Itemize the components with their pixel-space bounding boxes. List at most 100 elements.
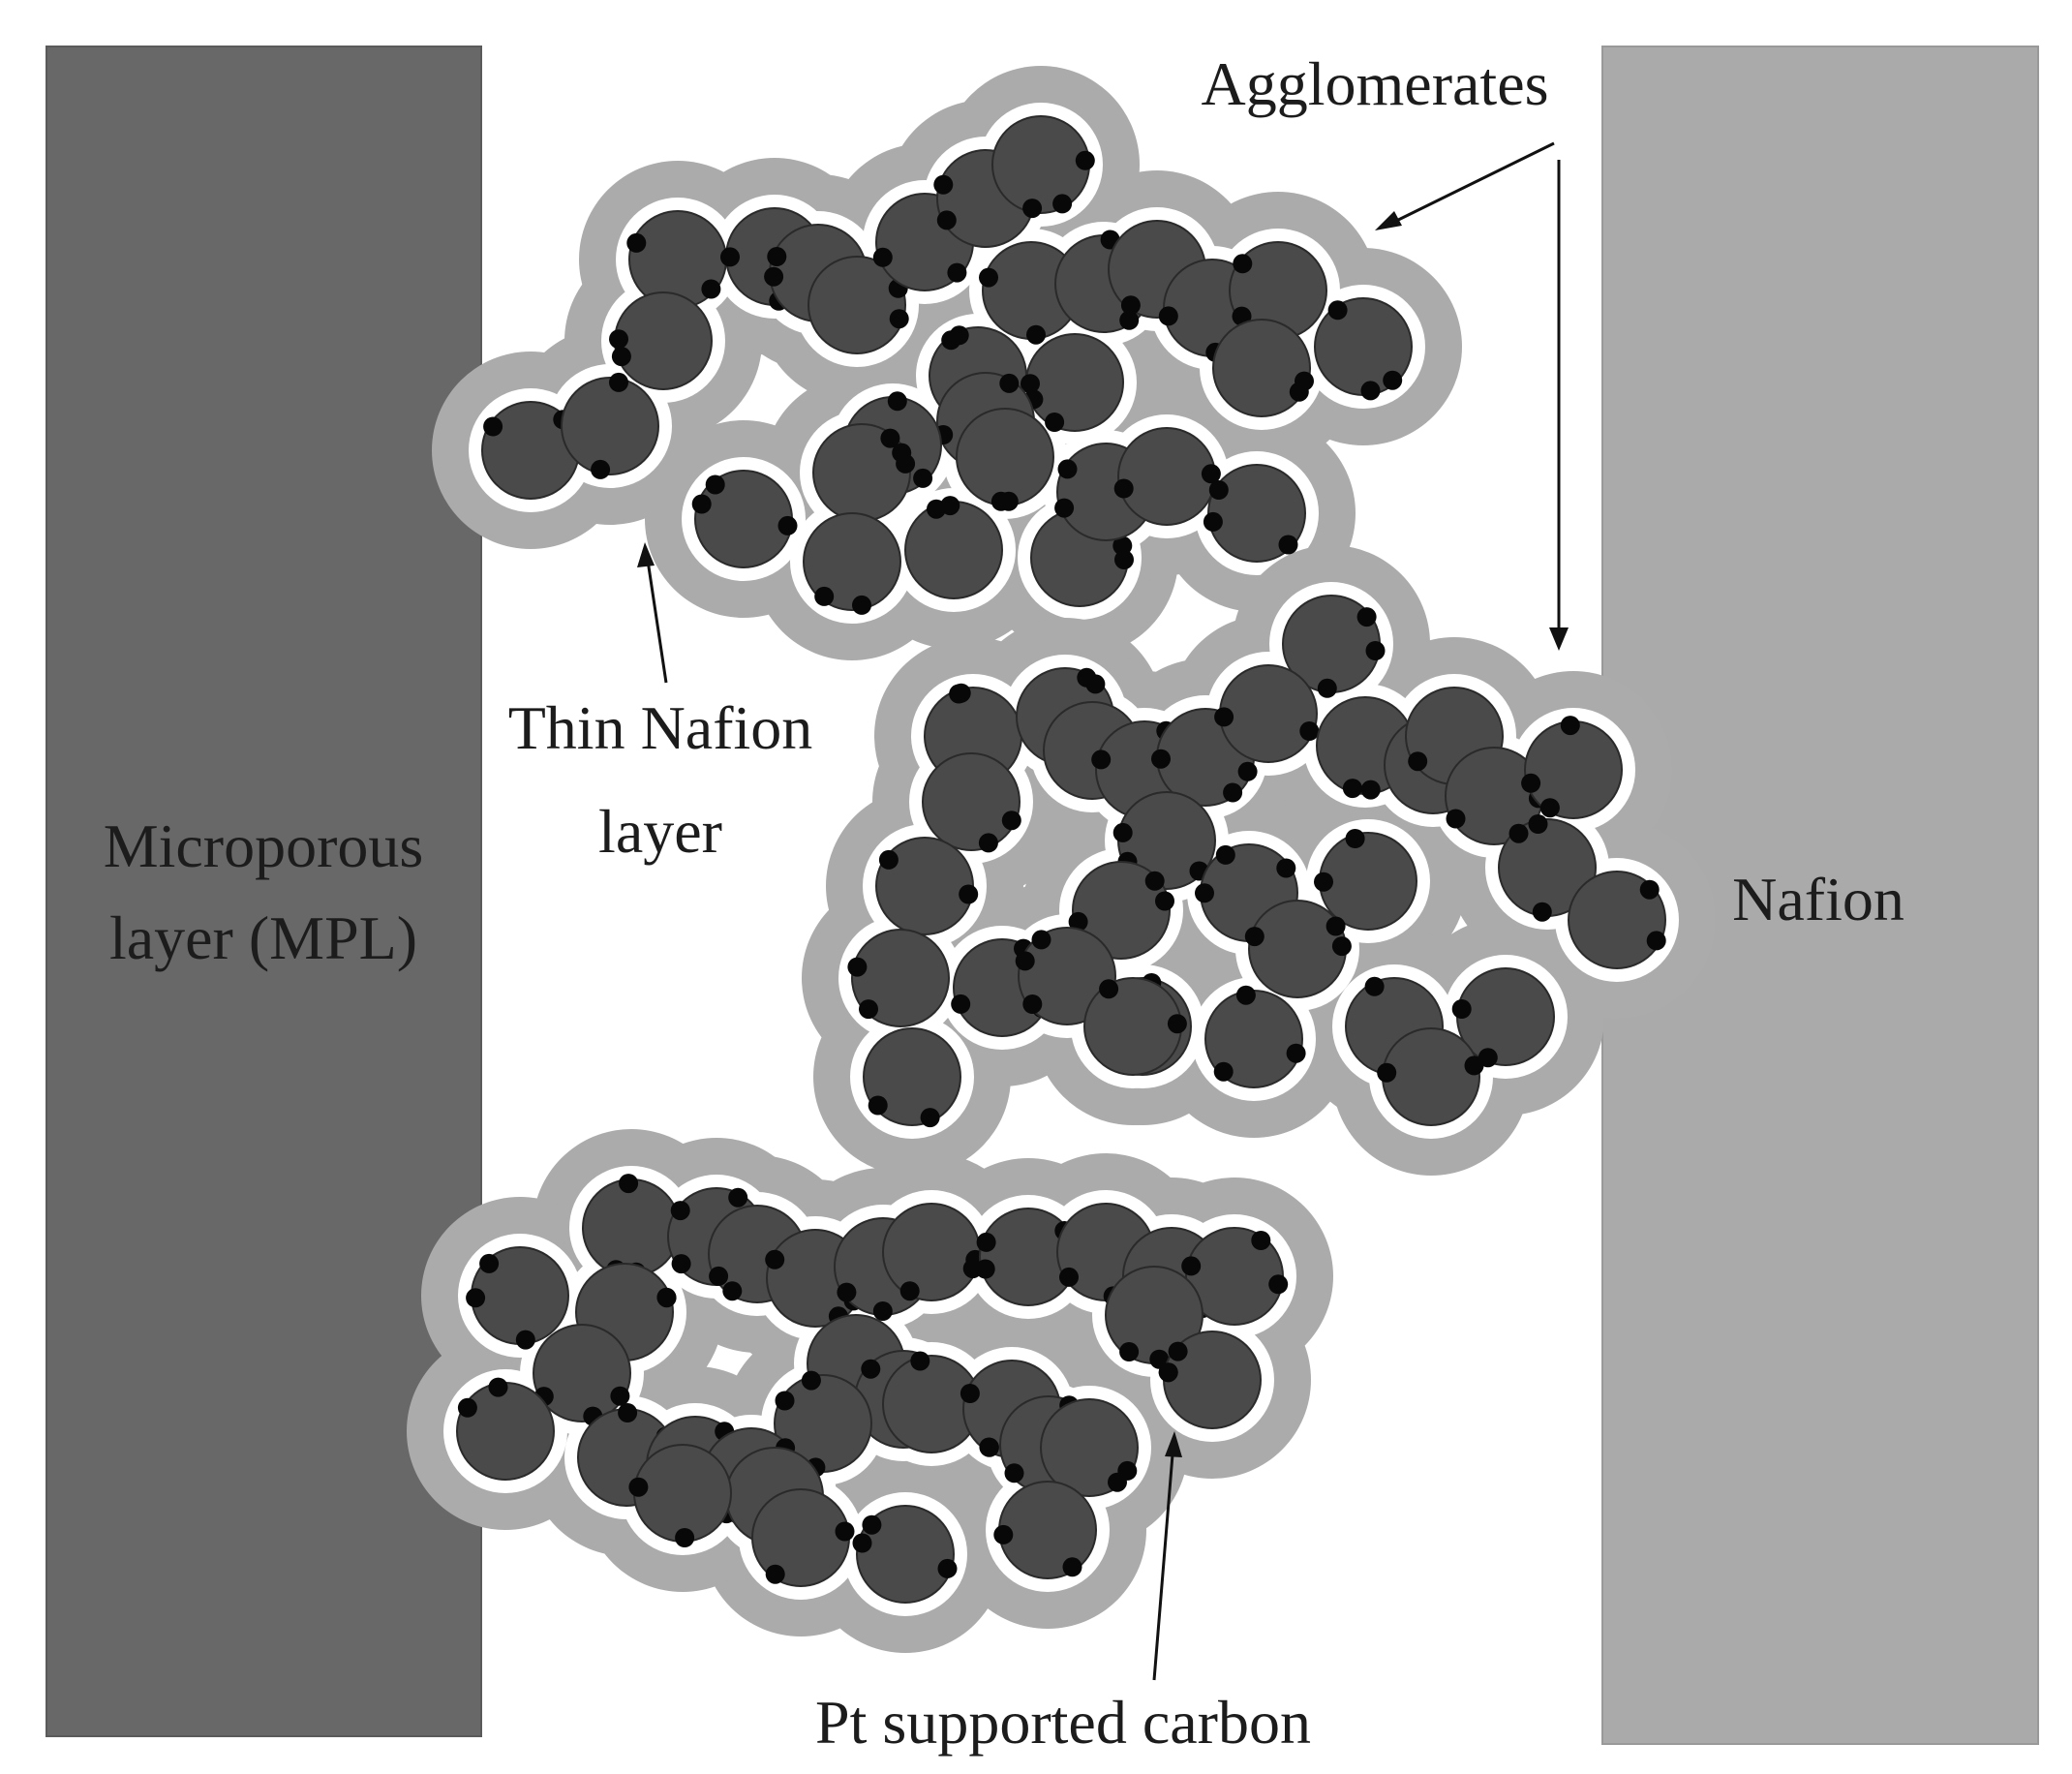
- pt-dot: [814, 586, 835, 606]
- annotation-arrows: [637, 141, 1569, 1681]
- pt-dot: [1075, 150, 1095, 170]
- pt-dot: [1327, 300, 1348, 321]
- pt-dot: [880, 428, 900, 448]
- pt-dot: [709, 1266, 729, 1286]
- pt-dot: [852, 1533, 872, 1553]
- carbon-particle: [1319, 832, 1417, 931]
- carbon-particle: [856, 1505, 955, 1604]
- pt-dot: [1356, 607, 1377, 627]
- pt-dot: [628, 1477, 649, 1497]
- carbon-particle: [851, 929, 950, 1027]
- pt-dot: [1464, 1055, 1484, 1076]
- pt-dot: [1054, 498, 1075, 518]
- pt-dot: [1560, 716, 1580, 736]
- pt-dot: [1158, 1362, 1178, 1383]
- pt-dot: [910, 1351, 930, 1371]
- pt-dot: [1119, 1342, 1140, 1361]
- pt-dot: [764, 266, 784, 287]
- pt-dot: [1331, 936, 1352, 957]
- pt-dot: [1112, 822, 1133, 842]
- pt-dot: [852, 595, 871, 615]
- carbon-particle: [1382, 1027, 1480, 1126]
- pt-dot: [1099, 979, 1119, 999]
- agglomerate-middle-particles: [847, 595, 1666, 1128]
- pt-dot: [1299, 721, 1320, 741]
- pt-dot: [618, 1403, 638, 1422]
- pt-dot: [1646, 931, 1666, 951]
- pt-dot: [913, 468, 933, 488]
- pt-dot: [1114, 550, 1134, 569]
- pt-dot: [1233, 254, 1253, 274]
- carbon-particle: [956, 408, 1054, 506]
- pt-dot: [920, 1108, 940, 1128]
- pt-dot: [1521, 773, 1541, 793]
- pt-dot: [937, 1558, 958, 1578]
- pt-dot: [722, 1281, 743, 1301]
- carbon-particle: [807, 256, 906, 354]
- mpl-label-line1: Microporous: [104, 811, 424, 880]
- pt-dot: [691, 494, 712, 514]
- pt-dot: [775, 1391, 795, 1411]
- agglomerates-label: Agglomerates: [1202, 49, 1549, 118]
- pt-dot: [1181, 1256, 1202, 1276]
- carbon-particle: [561, 377, 659, 475]
- pt-dot: [1022, 994, 1043, 1014]
- pt-dot: [1151, 749, 1171, 769]
- pt-dot: [705, 474, 725, 495]
- carbon-particle: [904, 501, 1003, 599]
- pt-carbon-arrow: [1152, 1442, 1175, 1681]
- carbon-particle: [1207, 464, 1306, 563]
- pt-dot: [1446, 809, 1466, 829]
- pt-dot: [975, 1259, 995, 1279]
- agglomerates-arrowhead-middle: [1549, 627, 1569, 651]
- pt-dot: [941, 330, 961, 351]
- pt-dot: [765, 1564, 785, 1584]
- pt-dot: [1158, 306, 1178, 326]
- pt-dot: [1059, 1267, 1079, 1287]
- pt-dot: [887, 391, 907, 412]
- pt-dot: [960, 1384, 980, 1403]
- agglomerate-bottom-particles: [456, 1174, 1289, 1604]
- pt-dot: [847, 957, 868, 977]
- pt-dot: [1062, 1557, 1082, 1577]
- thin-nafion-arrowhead: [637, 542, 655, 567]
- pt-dot: [610, 1386, 630, 1406]
- pt-dot: [611, 347, 631, 367]
- pt-dot: [899, 1281, 920, 1301]
- pt-dot: [1244, 927, 1265, 947]
- carbon-particle: [1040, 1398, 1139, 1497]
- pt-dot: [801, 1370, 821, 1391]
- pt-dot: [1022, 199, 1043, 219]
- pt-dot: [940, 496, 960, 516]
- carbon-particle: [1219, 664, 1318, 763]
- pt-dot: [1314, 872, 1333, 892]
- pt-dot: [889, 309, 909, 329]
- pt-dot: [1113, 478, 1134, 499]
- carbon-particle: [1083, 977, 1182, 1076]
- pt-dot: [1213, 1061, 1234, 1082]
- carbon-particle: [1568, 871, 1666, 969]
- carbon-particle: [582, 1178, 681, 1277]
- carbon-particle: [1025, 333, 1124, 432]
- pt-dot: [1223, 782, 1243, 803]
- carbon-particle: [882, 1203, 981, 1301]
- carbon-particle: [1248, 900, 1347, 998]
- mpl-label-line2: layer (MPL): [109, 903, 417, 972]
- pt-dot: [777, 515, 798, 535]
- pt-dot: [483, 416, 503, 437]
- pt-dot: [959, 884, 979, 904]
- pt-carbon-arrowhead: [1165, 1431, 1182, 1457]
- pt-dot: [1168, 1341, 1188, 1361]
- pt-dot: [1052, 194, 1073, 214]
- pt-dot: [767, 247, 787, 266]
- pt-dot: [671, 1254, 691, 1274]
- pt-dot: [835, 1521, 855, 1542]
- carbon-particle: [863, 1027, 961, 1126]
- pt-dot: [609, 372, 628, 392]
- carbon-particle: [1212, 319, 1311, 417]
- pt-dot: [1364, 976, 1385, 996]
- pt-dot: [949, 684, 969, 704]
- pt-dot: [1276, 858, 1296, 878]
- carbon-particle: [998, 1481, 1097, 1579]
- pt-dot: [1251, 1231, 1271, 1250]
